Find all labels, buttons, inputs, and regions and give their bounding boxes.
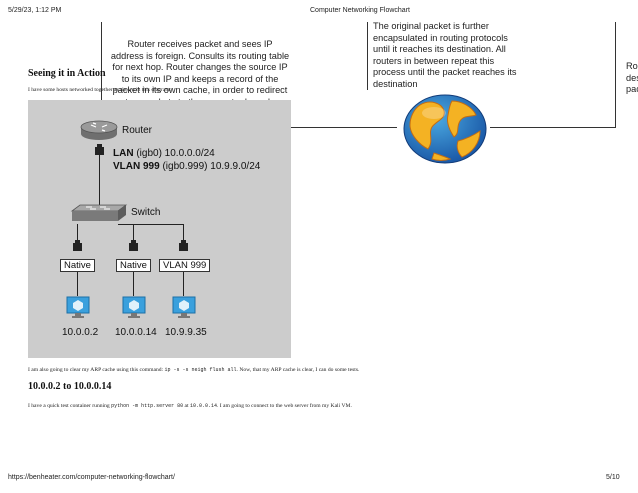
- callout-encapsulated: The original packet is further encapsula…: [373, 21, 517, 89]
- host1-ip: 10.0.0.2: [62, 327, 99, 338]
- flow-connector-mid: [367, 22, 368, 90]
- flow-arrow-to-globe: [291, 127, 397, 128]
- vlan-line: VLAN 999 (igb0.999) 10.9.9.0/24: [113, 161, 261, 172]
- switch-label: Switch: [131, 207, 161, 218]
- host3-cable: [183, 272, 184, 296]
- host1-cable: [77, 272, 78, 296]
- callout-right-cut: Rout dest pack: [626, 61, 638, 94]
- switch-icon: [70, 204, 128, 221]
- switch-host2-cable: [133, 224, 134, 243]
- host3-vlan-tag: VLAN 999: [159, 259, 211, 272]
- arp-paragraph: I am also going to clear my ARP cache us…: [28, 367, 360, 373]
- host2-computer-icon: [122, 296, 146, 318]
- network-diagram: Router LAN (igb0) 10.0.0.0/24 VLAN 999 (…: [28, 100, 291, 358]
- router-port-icon: [95, 144, 104, 155]
- host1-vlan-tag: Native: [60, 259, 95, 272]
- print-url: https://benheater.com/computer-networkin…: [8, 474, 175, 481]
- heading-ip-test: 10.0.0.2 to 10.0.0.14: [28, 381, 112, 392]
- host2-port-icon: [129, 240, 138, 251]
- host2-cable: [133, 272, 134, 296]
- arp-command: ip -s -s neigh flush all: [164, 367, 237, 373]
- flow-connector-right: [615, 22, 616, 128]
- switch-host3-cable-v: [183, 224, 184, 243]
- host2-vlan-tag: Native: [116, 259, 151, 272]
- flow-connector-left: [101, 22, 102, 100]
- host3-computer-icon: [172, 296, 196, 318]
- intro-paragraph: I have some hosts networked together as …: [28, 87, 172, 93]
- heading-seeing-it-in-action: Seeing it in Action: [28, 68, 106, 79]
- http-server-command: python -m http.server 80: [111, 403, 184, 409]
- host1-computer-icon: [66, 296, 90, 318]
- callout-router-receives: Router receives packet and sees IP addre…: [110, 39, 290, 101]
- container-ip: 10.0.0.14: [189, 403, 217, 409]
- host1-port-icon: [73, 240, 82, 251]
- switch-host1-cable: [77, 224, 78, 243]
- host2-ip: 10.0.0.14: [115, 327, 157, 338]
- host3-port-icon: [179, 240, 188, 251]
- switch-host3-cable-h: [118, 224, 183, 225]
- host3-ip: 10.9.9.35: [165, 327, 207, 338]
- lan-line: LAN (igb0) 10.0.0.0/24: [113, 148, 215, 159]
- flow-arrow-from-globe: [490, 127, 616, 128]
- globe-icon: [403, 94, 487, 164]
- router-label: Router: [122, 125, 153, 136]
- print-datetime: 5/29/23, 1:12 PM: [8, 7, 62, 14]
- print-page-number: 5/10: [606, 474, 620, 481]
- print-title: Computer Networking Flowchart: [310, 7, 410, 14]
- test-paragraph: I have a quick test container running py…: [28, 403, 352, 409]
- router-icon: [80, 120, 118, 140]
- router-switch-cable: [99, 155, 100, 205]
